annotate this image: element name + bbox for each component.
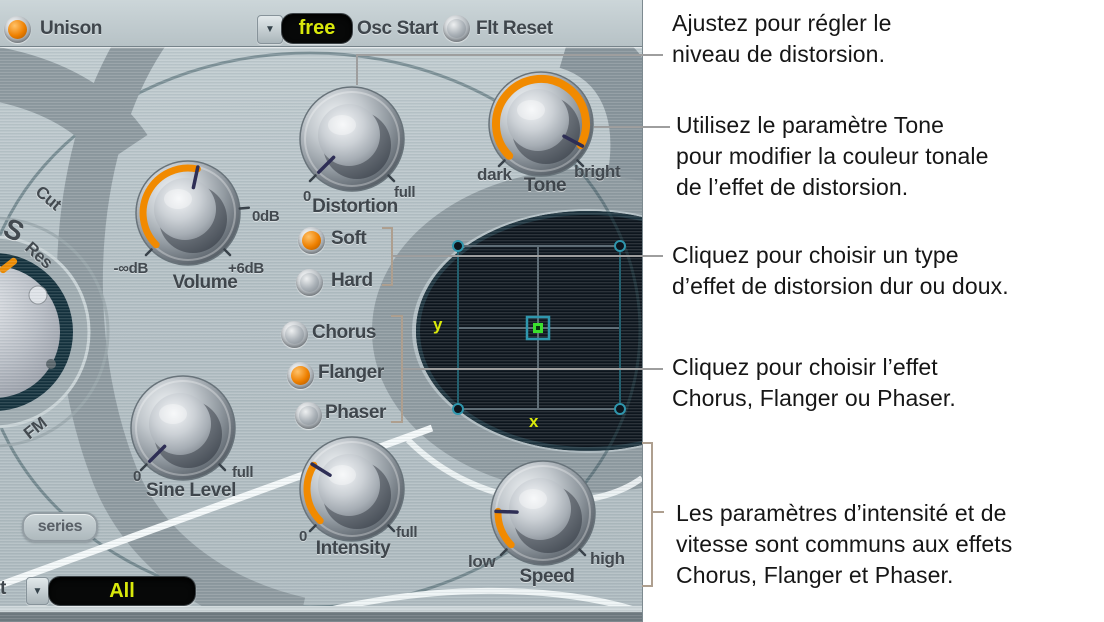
tone-min-label: dark	[477, 165, 512, 184]
hard-label: Hard	[331, 270, 373, 291]
bracket-intensity-speed-top	[642, 442, 653, 444]
bracket-distortion-type	[391, 227, 393, 286]
sine-level-min-label: 0	[133, 468, 142, 485]
annotation-line: d’effet de distorsion dur ou doux.	[672, 273, 1009, 299]
annotation-tone: Utilisez le paramètre Tone pour modifier…	[676, 110, 989, 203]
mode-dropdown-button[interactable]: ▼	[26, 577, 49, 605]
annotation-line: niveau de distorsion.	[672, 41, 886, 67]
annotation-line: Ajustez pour régler le	[672, 10, 892, 36]
hard-led-button[interactable]	[296, 269, 323, 296]
bracket-mod-effect-bottom	[391, 421, 403, 423]
soft-led-button[interactable]	[298, 227, 325, 254]
xy-pad[interactable]	[0, 0, 642, 622]
flanger-led-button[interactable]	[287, 362, 314, 389]
annotation-intensity-speed: Les paramètres d’intensité et de vitesse…	[676, 498, 1012, 591]
intensity-max-label: full	[396, 524, 418, 541]
osc-start-value-display[interactable]: free	[281, 13, 353, 44]
bracket-intensity-speed-tick	[651, 511, 664, 513]
partial-cutoff-label: t	[0, 578, 6, 599]
callout-line-distortion	[356, 54, 663, 56]
xy-pad-marker[interactable]	[525, 315, 551, 341]
annotation-mod-effect: Cliquez pour choisir l’effet Chorus, Fla…	[672, 352, 956, 414]
annotation-distortion-type: Cliquez pour choisir un type d’effet de …	[672, 240, 1009, 302]
volume-max-label: +6dB	[228, 260, 264, 277]
mode-value-display[interactable]: All	[48, 576, 196, 606]
volume-zero-label: 0dB	[252, 208, 280, 225]
annotation-line: Utilisez le paramètre Tone	[676, 112, 945, 138]
callout-line-distortion-drop	[356, 54, 358, 85]
synth-panel: y x Unison ▼ free Osc Start Flt Reset Cu…	[0, 0, 643, 622]
distortion-label: Distortion	[312, 196, 398, 217]
osc-start-label: Osc Start	[357, 18, 438, 39]
bracket-distortion-type-top	[382, 227, 393, 229]
bracket-mod-effect	[401, 315, 403, 423]
flt-reset-label: Flt Reset	[476, 18, 553, 39]
distortion-max-label: full	[394, 184, 416, 201]
annotation-line: Chorus, Flanger et Phaser.	[676, 562, 954, 588]
volume-label: Volume	[172, 272, 238, 293]
sine-level-max-label: full	[232, 464, 254, 481]
xy-pad-corner-handles[interactable]	[452, 240, 626, 415]
xy-pad-y-label: y	[433, 315, 443, 334]
flt-reset-led-button[interactable]	[443, 15, 470, 42]
tone-knob[interactable]	[476, 59, 606, 189]
annotation-line: Chorus, Flanger ou Phaser.	[672, 385, 956, 411]
flanger-label: Flanger	[318, 362, 384, 383]
phaser-label: Phaser	[325, 402, 386, 423]
sine-level-label: Sine Level	[146, 480, 236, 501]
distortion-min-label: 0	[303, 188, 312, 205]
callout-line-distortion-type	[393, 255, 663, 257]
dropdown-triangle-icon: ▼	[265, 24, 275, 35]
annotation-line: Cliquez pour choisir un type	[672, 242, 959, 268]
intensity-min-label: 0	[299, 528, 308, 545]
callout-line-tone	[594, 126, 670, 128]
distortion-knob[interactable]	[287, 74, 417, 204]
unison-led-button[interactable]	[4, 16, 31, 43]
annotation-line: vitesse sont communs aux effets	[676, 531, 1013, 557]
annotation-line: Les paramètres d’intensité et de	[676, 500, 1007, 526]
chorus-label: Chorus	[312, 322, 377, 343]
callout-line-mod-effect	[403, 368, 663, 370]
osc-start-dropdown-button[interactable]: ▼	[257, 15, 283, 44]
volume-min-label: -∞dB	[113, 260, 149, 277]
speed-min-label: low	[468, 552, 496, 571]
bracket-distortion-type-bottom	[382, 284, 393, 286]
xy-pad-side-lines	[457, 246, 621, 409]
volume-knob[interactable]	[123, 148, 253, 278]
soft-label: Soft	[331, 228, 367, 249]
tone-label: Tone	[523, 175, 567, 196]
annotation-line: de l’effet de distorsion.	[676, 174, 909, 200]
intensity-knob[interactable]	[287, 424, 417, 554]
annotation-line: pour modifier la couleur tonale	[676, 143, 989, 169]
speed-knob[interactable]	[478, 448, 608, 578]
speed-max-label: high	[590, 549, 625, 568]
bracket-mod-effect-top	[391, 315, 403, 317]
bracket-intensity-speed-bottom	[642, 585, 653, 587]
tone-max-label: bright	[574, 162, 621, 181]
unison-label: Unison	[40, 18, 102, 39]
phaser-led-button[interactable]	[295, 402, 322, 429]
annotation-line: Cliquez pour choisir l’effet	[672, 354, 938, 380]
bracket-intensity-speed	[651, 442, 653, 587]
sine-level-knob[interactable]	[118, 363, 248, 493]
annotation-distortion: Ajustez pour régler le niveau de distors…	[672, 8, 892, 70]
panel-background-art	[0, 12, 642, 622]
chorus-led-button[interactable]	[281, 321, 308, 348]
series-button[interactable]: series	[22, 512, 98, 542]
speed-label: Speed	[519, 566, 575, 587]
intensity-label: Intensity	[315, 538, 391, 559]
xy-pad-x-label: x	[529, 412, 539, 431]
dropdown-triangle-icon: ▼	[32, 585, 43, 597]
